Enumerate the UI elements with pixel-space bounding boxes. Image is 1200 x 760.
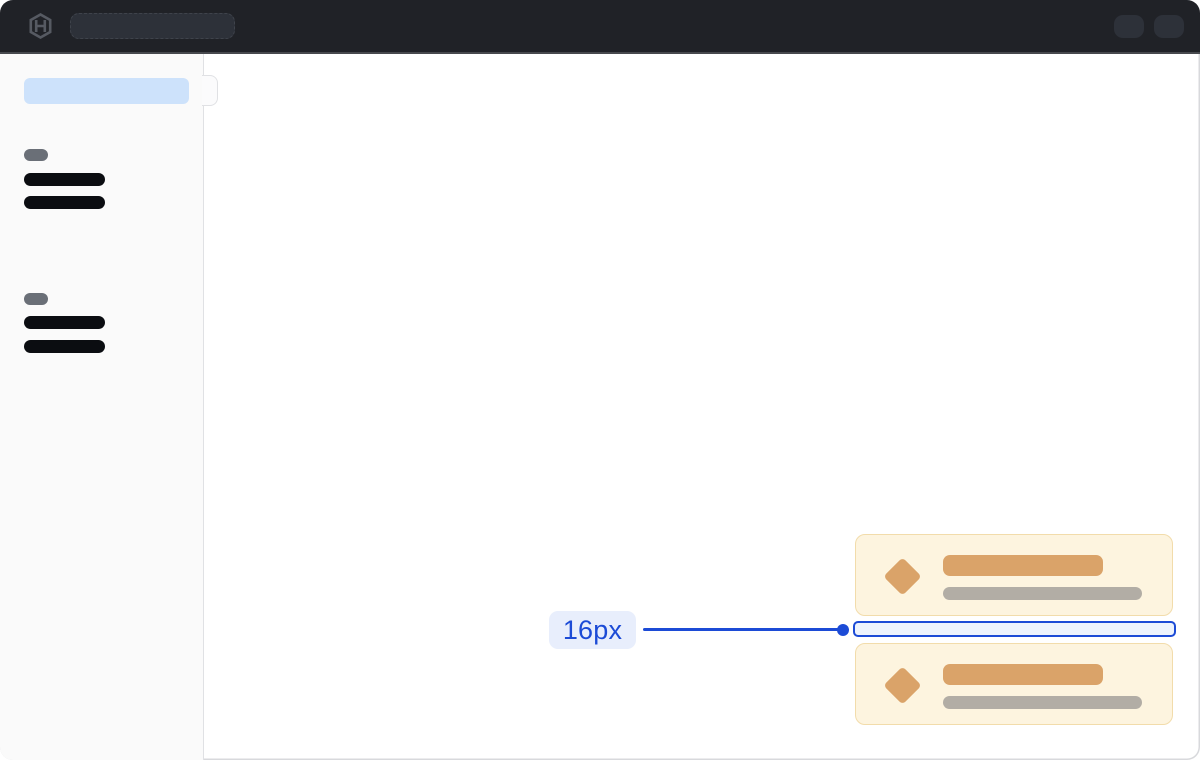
card-title-placeholder [943, 555, 1103, 576]
annotation-connector-dot [837, 624, 849, 636]
demo-card-1 [855, 534, 1173, 616]
sidenav-group-2-item-2-placeholder[interactable] [24, 340, 105, 353]
spacing-annotation-label: 16px [549, 611, 636, 649]
sidenav-active-item-placeholder[interactable] [24, 78, 189, 104]
spacing-gap-highlight [853, 621, 1176, 637]
header-action-placeholder-2[interactable] [1154, 14, 1184, 38]
annotation-connector-line [643, 628, 839, 631]
sidenav-group-2-label-placeholder [24, 293, 48, 305]
card-title-placeholder [943, 664, 1103, 685]
demo-card-2 [855, 643, 1173, 725]
header-action-placeholder-1[interactable] [1114, 14, 1144, 38]
sidenav-group-1-item-1-placeholder[interactable] [24, 173, 105, 186]
sidenav-toggle-notch[interactable] [202, 75, 218, 106]
search-input-placeholder[interactable] [70, 13, 235, 39]
side-nav [0, 54, 204, 760]
app-header [0, 0, 1200, 54]
card-subtitle-placeholder [943, 587, 1142, 600]
diamond-icon [883, 557, 922, 596]
sidenav-group-1-label-placeholder [24, 149, 48, 161]
hashicorp-logo-icon[interactable] [28, 13, 53, 39]
card-subtitle-placeholder [943, 696, 1142, 709]
spacing-value-text: 16px [562, 614, 623, 645]
sidenav-group-1-item-2-placeholder[interactable] [24, 196, 105, 209]
sidenav-group-2-item-1-placeholder[interactable] [24, 316, 105, 329]
header-actions [1114, 14, 1184, 38]
diamond-icon [883, 666, 922, 705]
